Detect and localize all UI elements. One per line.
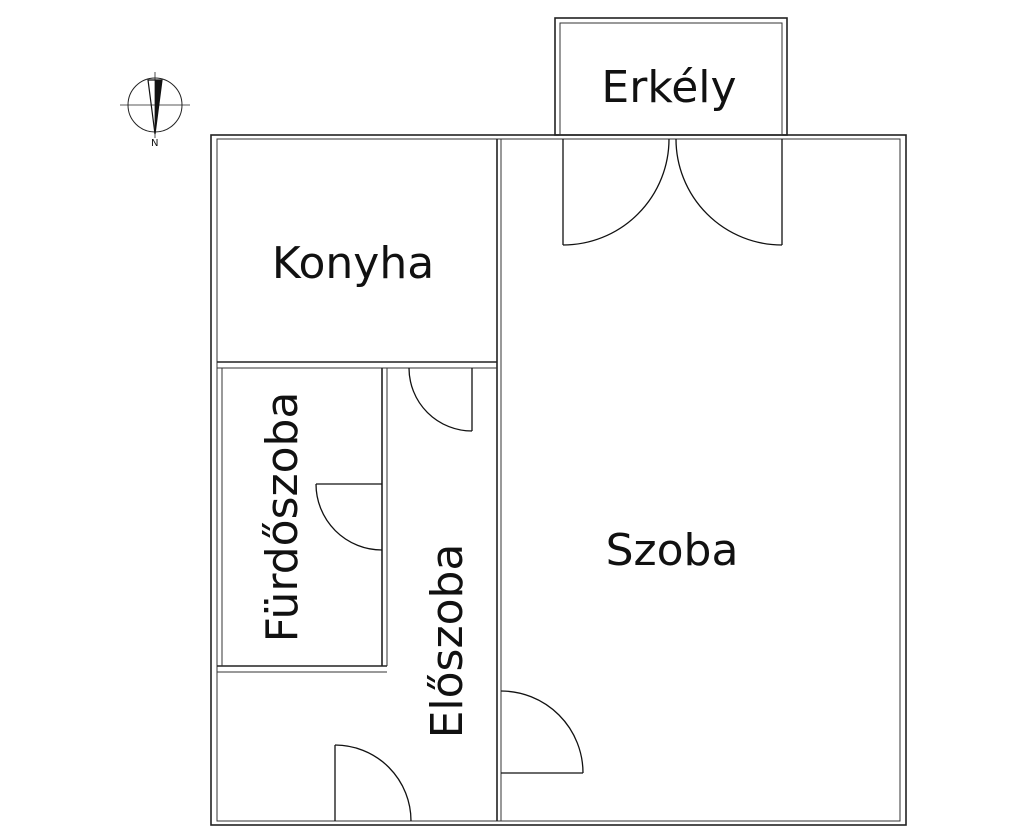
- hallway-label: Előszoba: [422, 544, 473, 739]
- room-door: [500, 690, 584, 774]
- compass-north-label: N: [151, 138, 158, 149]
- balcony-door-right: [675, 138, 783, 246]
- room-label: Szoba: [606, 525, 739, 576]
- bathroom-door: [315, 483, 383, 551]
- kitchen-label: Konyha: [272, 238, 434, 289]
- entrance-door: [334, 744, 412, 822]
- interior-walls: [217, 139, 502, 821]
- balcony: [554, 17, 788, 136]
- balcony-label: Erkély: [601, 62, 736, 113]
- balcony-door-left: [562, 138, 670, 246]
- compass-icon: N: [120, 72, 190, 149]
- bathroom-label: Fürdőszoba: [257, 392, 308, 643]
- hallway-top-door: [408, 367, 473, 432]
